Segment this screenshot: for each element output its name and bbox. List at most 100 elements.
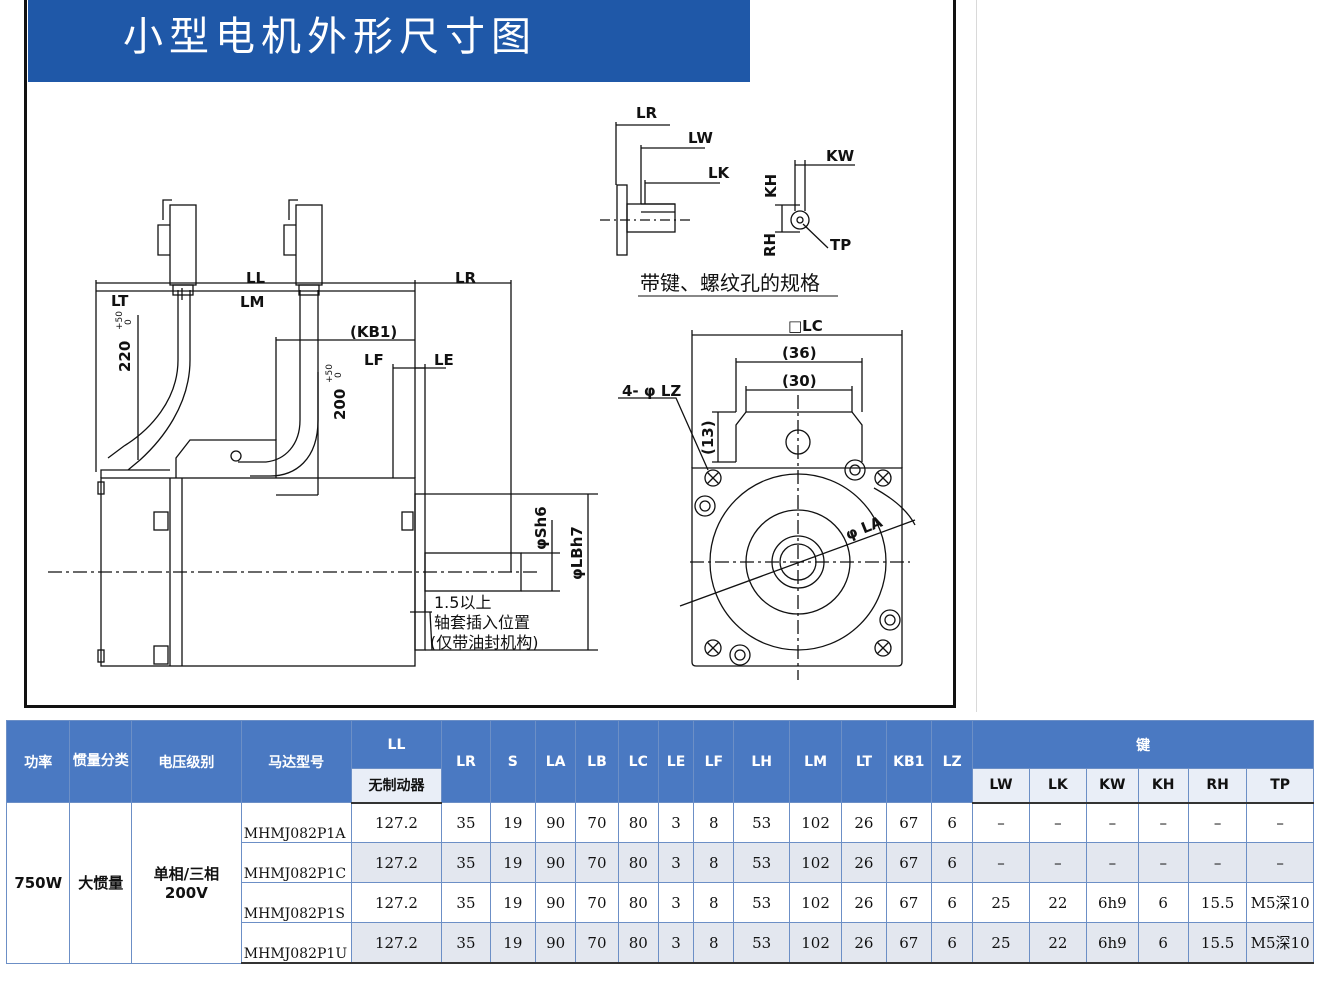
header-lb: LB <box>575 720 619 803</box>
header-lr: LR <box>441 720 491 803</box>
key-detail-view <box>600 122 855 256</box>
shaft-note-3: (仅带油封机构) <box>430 633 539 652</box>
cell-la: 90 <box>534 801 577 844</box>
cell-lz: 6 <box>930 842 974 884</box>
header-lw: LW <box>972 768 1030 804</box>
cell-lh: 53 <box>733 801 790 844</box>
cell-lb: 70 <box>575 882 619 924</box>
cell-kh: 6 <box>1137 922 1189 965</box>
cell-le: 3 <box>657 842 695 884</box>
header-lc: LC <box>617 720 659 803</box>
cell-lw: – <box>972 842 1030 884</box>
cell-lw: 25 <box>972 922 1030 965</box>
cell-rh: – <box>1187 801 1248 844</box>
cell-lt: 26 <box>841 801 887 844</box>
header-rh: RH <box>1187 768 1248 804</box>
cell-lf: 8 <box>693 922 735 965</box>
key-dim-kh: KH <box>762 174 780 198</box>
dimension-spec-table: 功率 惯量分类 电压级别 马达型号 LL LR S LA LB LC LE LF… <box>5 720 1314 965</box>
cell-tp: M5深10 <box>1246 882 1314 924</box>
cell-s: 19 <box>489 801 537 844</box>
dim-lt: LT <box>111 292 129 310</box>
dim-cable1-tol-zero: 0 <box>124 319 134 325</box>
dim-lb-diameter: φLBh7 <box>568 526 586 580</box>
header-inertia: 惯量分类 <box>69 720 132 803</box>
cell-tp: – <box>1246 842 1314 884</box>
cell-ll: 127.2 <box>350 842 443 884</box>
cell-kb1: 67 <box>885 801 932 844</box>
dim-cable2-length: 200 <box>331 389 349 420</box>
header-s: S <box>489 720 537 803</box>
cell-lt: 26 <box>841 842 887 884</box>
cell-voltage-line2: 200V <box>164 884 208 903</box>
dim-shaft-diameter: φSh6 <box>532 506 550 550</box>
cell-le: 3 <box>657 882 695 924</box>
header-le: LE <box>657 720 695 803</box>
header-kw: KW <box>1086 768 1139 804</box>
cell-lb: 70 <box>575 842 619 884</box>
cell-model: MHMJ082P1S <box>240 882 352 924</box>
drawing-panel <box>24 0 956 708</box>
cell-rh: 15.5 <box>1187 882 1248 924</box>
dim-cable1-length: 220 <box>116 341 134 372</box>
cell-lz: 6 <box>930 922 974 965</box>
cell-lw: 25 <box>972 882 1030 924</box>
cell-model: MHMJ082P1C <box>240 842 352 884</box>
cell-lh: 53 <box>733 842 790 884</box>
cell-lm: 102 <box>788 882 843 924</box>
cell-lr: 35 <box>441 882 491 924</box>
cell-lc: 80 <box>617 922 659 965</box>
cell-lf: 8 <box>693 801 735 844</box>
cell-ll: 127.2 <box>350 922 443 965</box>
dim-lr: LR <box>455 269 477 287</box>
cell-kb1: 67 <box>885 922 932 965</box>
cell-lb: 70 <box>575 801 619 844</box>
cell-inertia: 大惯量 <box>69 802 132 964</box>
front-view <box>618 330 916 680</box>
dim-kb1: (KB1) <box>350 323 397 341</box>
cell-lz: 6 <box>930 801 974 844</box>
front-dim-13: (13) <box>699 420 717 455</box>
side-view <box>48 199 598 667</box>
cell-lf: 8 <box>693 882 735 924</box>
cell-lz: 6 <box>930 882 974 924</box>
cell-la: 90 <box>534 842 577 884</box>
cell-lm: 102 <box>788 842 843 884</box>
cell-kb1: 67 <box>885 842 932 884</box>
cell-la: 90 <box>534 882 577 924</box>
header-power: 功率 <box>5 720 71 803</box>
cell-lc: 80 <box>617 801 659 844</box>
dim-cable2-tol-zero: 0 <box>334 372 344 378</box>
cell-lr: 35 <box>441 801 491 844</box>
key-detail-caption: 带键、螺纹孔的规格 <box>640 271 820 295</box>
cell-lm: 102 <box>788 801 843 844</box>
cell-model: MHMJ082P1U <box>240 922 352 965</box>
front-dim-lz: 4- φ LZ <box>622 382 681 400</box>
cell-lr: 35 <box>441 842 491 884</box>
cell-lk: – <box>1028 842 1088 884</box>
cell-s: 19 <box>489 882 537 924</box>
front-dim-lc: □LC <box>788 317 823 335</box>
key-dim-tp: TP <box>830 236 851 254</box>
cell-rh: 15.5 <box>1187 922 1248 965</box>
cell-kw: 6h9 <box>1086 882 1139 924</box>
cell-kh: – <box>1137 842 1189 884</box>
cell-tp: M5深10 <box>1246 922 1314 965</box>
dim-cable1-tol: +50 <box>115 311 125 330</box>
cell-lw: – <box>972 801 1030 844</box>
cell-kh: – <box>1137 801 1189 844</box>
front-dim-30: (30) <box>782 372 817 390</box>
header-lz: LZ <box>930 720 974 803</box>
cell-lr: 35 <box>441 922 491 965</box>
dim-lf: LF <box>364 351 384 369</box>
cell-power: 750W <box>5 802 71 964</box>
key-dim-rh: RH <box>761 233 779 257</box>
cell-lb: 70 <box>575 922 619 965</box>
key-dim-lk: LK <box>708 164 731 182</box>
title-banner: 小型电机外形尺寸图 <box>28 0 750 82</box>
header-kh: KH <box>1137 768 1189 804</box>
cell-lm: 102 <box>788 922 843 965</box>
cell-tp: – <box>1246 801 1314 844</box>
key-dim-lw: LW <box>688 129 713 147</box>
